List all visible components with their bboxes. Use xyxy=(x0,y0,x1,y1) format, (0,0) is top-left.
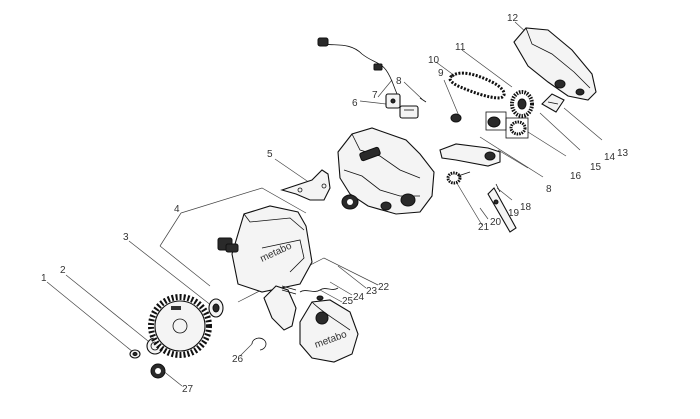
motor-housing xyxy=(337,127,435,215)
callout-16: 16 xyxy=(570,171,582,182)
part-riving-knife xyxy=(487,187,517,233)
part-gear-pinion xyxy=(485,111,507,131)
callout-19: 19 xyxy=(508,208,520,219)
callout-12: 12 xyxy=(507,13,519,24)
saw-blade xyxy=(148,294,212,358)
part-flange xyxy=(208,298,224,318)
callout-10: 10 xyxy=(428,55,440,66)
callout-26: 26 xyxy=(232,354,244,365)
part-clamp-nut xyxy=(150,363,166,379)
part-label-plate xyxy=(541,93,565,113)
callout-9: 9 xyxy=(438,68,444,79)
callout-24: 24 xyxy=(353,292,365,303)
callout-1: 1 xyxy=(41,273,47,284)
part-lower-guard: metabo xyxy=(299,299,359,363)
part-drive-belt xyxy=(448,71,506,100)
part-pivot-screw xyxy=(281,285,297,295)
part-small-bearing xyxy=(450,113,462,123)
part-retaining-ring xyxy=(251,337,267,351)
callout-27: 27 xyxy=(182,384,194,395)
callout-8-top: 8 xyxy=(396,76,402,87)
part-pulley xyxy=(510,90,534,118)
callout-21: 21 xyxy=(478,222,490,233)
callout-13: 13 xyxy=(617,148,629,159)
callout-8-lower: 8 xyxy=(546,184,552,195)
part-screw-19 xyxy=(493,199,499,205)
callout-18: 18 xyxy=(520,202,532,213)
callout-15: 15 xyxy=(590,162,602,173)
part-gear-wheel xyxy=(505,117,529,139)
callout-11: 11 xyxy=(455,42,466,53)
callout-23: 23 xyxy=(366,286,378,297)
part-brush-block xyxy=(399,105,419,119)
part-spring xyxy=(299,287,339,301)
part-upper-guard: metabo xyxy=(217,205,313,293)
callout-labels: 1 2 3 4 5 6 7 8 8 9 10 11 12 13 14 15 16… xyxy=(41,13,629,395)
part-tensioner-arm xyxy=(439,143,501,167)
callout-20: 20 xyxy=(490,217,502,228)
callout-5: 5 xyxy=(267,149,273,160)
callout-4: 4 xyxy=(174,204,180,215)
callout-2: 2 xyxy=(60,265,66,276)
callout-7: 7 xyxy=(372,90,378,101)
callout-14: 14 xyxy=(604,152,616,163)
part-cable-switch xyxy=(317,37,401,109)
callout-6: 6 xyxy=(352,98,358,109)
callout-25: 25 xyxy=(342,296,354,307)
part-shaft xyxy=(446,171,471,185)
part-screw-18 xyxy=(495,183,501,193)
part-riving-bracket xyxy=(280,169,331,201)
callout-3: 3 xyxy=(123,232,129,243)
part-belt-cover xyxy=(513,27,597,101)
part-guard-lever xyxy=(263,285,297,331)
part-pin xyxy=(419,97,427,103)
callout-22: 22 xyxy=(378,282,390,293)
part-nut xyxy=(129,349,141,359)
